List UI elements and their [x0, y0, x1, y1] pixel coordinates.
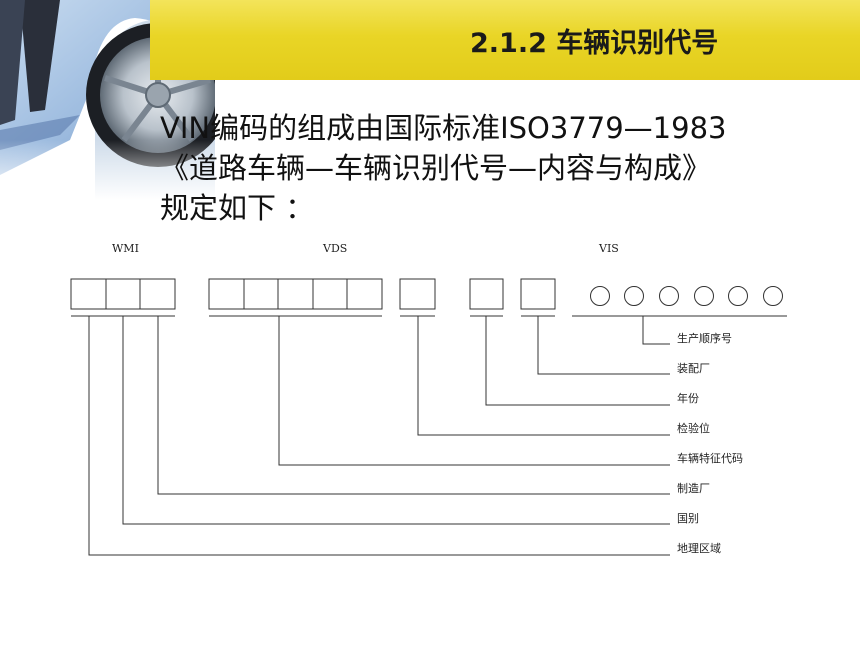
wmi-boxes: [70, 278, 176, 310]
check-digit-box: [399, 278, 436, 310]
intro-text: VIN编码的组成由国际标准ISO3779—1983 《道路车辆—车辆识别代号—内…: [160, 108, 850, 228]
intro-line-3: 规定如下 ：: [160, 191, 315, 225]
vds-label: VDS: [322, 242, 347, 255]
vds-boxes: [208, 278, 383, 310]
vis-label: VIS: [598, 242, 619, 255]
year-box: [469, 278, 504, 310]
intro-line-2: 《道路车辆—车辆识别代号—内容与构成》: [160, 151, 712, 185]
wmi-label: WMI: [112, 242, 139, 255]
label-country: 国别: [677, 512, 699, 525]
title-bar: [150, 0, 860, 80]
label-assembly-plant: 装配厂: [677, 362, 710, 375]
label-model-year: 年份: [677, 391, 699, 405]
label-manufacturer: 制造厂: [677, 481, 710, 495]
intro-line-1: VIN编码的组成由国际标准ISO3779—1983: [160, 111, 727, 145]
section-title: 2.1.2 车辆识别代号: [470, 28, 719, 59]
car-photo: [0, 0, 215, 200]
label-check-digit: 检验位: [677, 421, 710, 435]
plant-box: [520, 278, 556, 310]
serial-number-circles: [590, 286, 783, 306]
label-production-sequence: 生产顺序号: [677, 331, 732, 345]
label-vehicle-descriptor: 车辆特征代码: [677, 451, 743, 465]
vin-structure-diagram: WMI VDS VIS: [70, 242, 787, 556]
label-geographic-area: 地理区域: [677, 542, 721, 555]
